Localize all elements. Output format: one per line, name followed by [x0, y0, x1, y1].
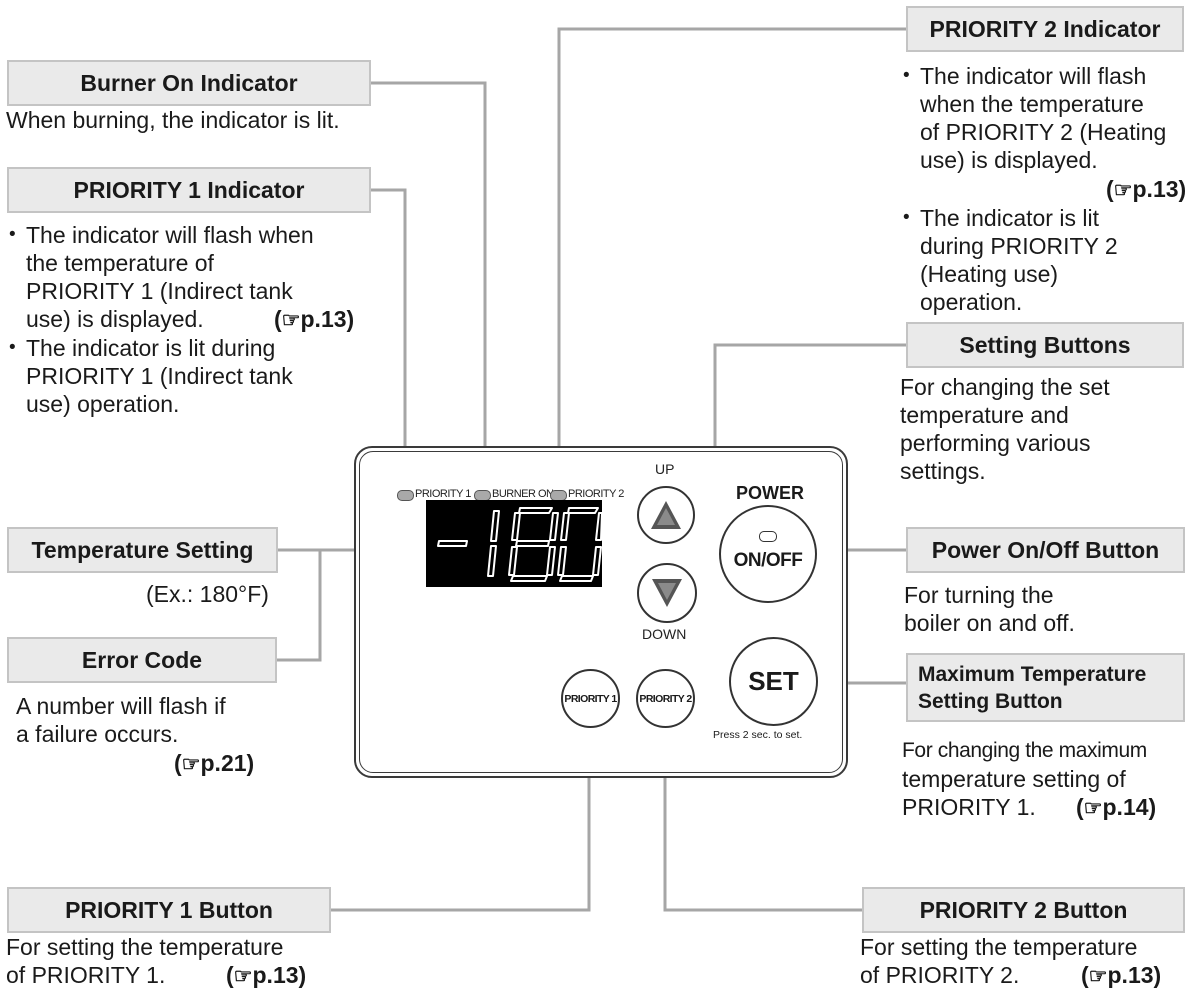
- priority2-led-label: PRIORITY 2: [568, 488, 624, 500]
- hand-pointing-icon: ☞: [233, 965, 253, 988]
- priority2-indicator-bullet2-line2: during PRIORITY 2: [920, 233, 1118, 259]
- up-triangle-icon: [651, 501, 681, 529]
- hand-pointing-icon: ☞: [1083, 797, 1103, 820]
- down-triangle-icon: [652, 579, 682, 607]
- priority1-button-desc-line1: For setting the temperature: [6, 934, 284, 960]
- priority1-indicator-bullet2-line3: use) operation.: [26, 391, 180, 417]
- priority2-button-desc-line1: For setting the temperature: [860, 934, 1138, 960]
- setting-buttons-desc-line1: For changing the set: [900, 374, 1110, 400]
- priority2-indicator-bullet1-line1: The indicator will flash: [903, 62, 1146, 90]
- priority1-indicator-bullet2-line1: The indicator is lit during: [9, 334, 275, 362]
- power-onoff-button[interactable]: ON/OFF: [719, 505, 817, 603]
- priority1-led: [397, 490, 414, 501]
- priority1-led-label: PRIORITY 1: [415, 488, 471, 500]
- priority1-indicator-bullet1-line3: PRIORITY 1 (Indirect tank: [26, 278, 293, 304]
- error-code-label: Error Code: [7, 637, 277, 683]
- setting-buttons-desc-line3: performing various: [900, 430, 1091, 456]
- leader-error-code: [277, 550, 322, 662]
- priority2-button-ref: (☞p.13): [1081, 962, 1162, 988]
- setting-buttons-desc-line2: temperature and: [900, 402, 1069, 428]
- temperature-display: 180: [426, 500, 603, 587]
- max-temp-button-label: Maximum Temperature Setting Button: [906, 653, 1185, 722]
- seven-segment-digits: [437, 507, 603, 582]
- priority1-button-desc-line2: of PRIORITY 1.: [6, 962, 166, 988]
- hand-pointing-icon: ☞: [181, 753, 201, 776]
- priority2-indicator-bullet2-line4: operation.: [920, 289, 1023, 315]
- max-temp-desc-line2: temperature setting of: [902, 766, 1126, 792]
- priority2-button-text: PRIORITY 2: [639, 692, 692, 705]
- up-label: UP: [655, 461, 675, 477]
- max-temp-title-line1: Maximum Temperature: [918, 663, 1147, 686]
- priority1-indicator-ref: (☞p.13): [274, 306, 355, 332]
- temperature-setting-example: (Ex.: 180°F): [146, 581, 269, 607]
- up-button[interactable]: [637, 486, 695, 544]
- priority2-button[interactable]: PRIORITY 2: [636, 669, 695, 728]
- priority1-button-text: PRIORITY 1: [564, 692, 617, 705]
- priority1-indicator-bullet1-line2: the temperature of: [26, 250, 214, 276]
- power-button-desc-line1: For turning the: [904, 582, 1054, 608]
- priority1-indicator-bullet1-line1: The indicator will flash when: [9, 221, 314, 249]
- power-button-label: Power On/Off Button: [906, 527, 1185, 573]
- priority1-button-ref: (☞p.13): [226, 962, 307, 988]
- leader-priority2-indicator: [557, 27, 908, 489]
- priority1-button-label: PRIORITY 1 Button: [7, 887, 331, 933]
- set-hint: Press 2 sec. to set.: [713, 729, 803, 741]
- set-label: SET: [748, 666, 799, 696]
- error-code-desc-line2: a failure occurs.: [16, 721, 179, 747]
- priority2-indicator-bullet2-line3: (Heating use): [920, 261, 1059, 287]
- priority2-button-label: PRIORITY 2 Button: [862, 887, 1185, 933]
- priority2-indicator-ref: (☞p.13): [1106, 176, 1187, 202]
- priority1-indicator-label: PRIORITY 1 Indicator: [7, 167, 371, 213]
- priority2-button-desc-line2: of PRIORITY 2.: [860, 962, 1020, 988]
- power-button-desc-line2: boiler on and off.: [904, 610, 1075, 636]
- max-temp-title-line2: Setting Button: [918, 690, 1063, 713]
- error-code-desc-line1: A number will flash if: [16, 693, 226, 719]
- priority2-indicator-bullet1-line4: use) is displayed.: [920, 147, 1098, 173]
- temperature-setting-label: Temperature Setting: [7, 527, 278, 573]
- set-button[interactable]: SET: [729, 637, 818, 726]
- burner-on-description: When burning, the indicator is lit.: [6, 107, 340, 133]
- hand-pointing-icon: ☞: [281, 309, 301, 332]
- leader-priority1-indicator: [371, 188, 407, 489]
- onoff-label: ON/OFF: [733, 549, 803, 571]
- error-code-ref: (☞p.21): [174, 750, 255, 776]
- max-temp-ref: (☞p.14): [1076, 794, 1157, 820]
- down-button[interactable]: [637, 563, 697, 623]
- priority1-indicator-bullet2-line2: PRIORITY 1 (Indirect tank: [26, 363, 293, 389]
- max-temp-desc-line3: PRIORITY 1.: [902, 794, 1036, 820]
- burner-on-led-label: BURNER ON: [492, 488, 554, 500]
- setting-buttons-desc-line4: settings.: [900, 458, 986, 484]
- hand-pointing-icon: ☞: [1088, 965, 1108, 988]
- control-panel-inner-border: [359, 451, 843, 773]
- power-led: [759, 530, 777, 542]
- priority1-button[interactable]: PRIORITY 1: [561, 669, 620, 728]
- down-label: DOWN: [642, 626, 687, 642]
- burner-on-indicator-label: Burner On Indicator: [7, 60, 371, 106]
- priority1-indicator-bullet1-line4: use) is displayed.: [26, 306, 204, 332]
- priority2-indicator-label: PRIORITY 2 Indicator: [906, 6, 1184, 52]
- priority2-indicator-bullet1-line3: of PRIORITY 2 (Heating: [920, 119, 1167, 145]
- hand-pointing-icon: ☞: [1113, 179, 1133, 202]
- priority2-indicator-bullet1-line2: when the temperature: [920, 91, 1144, 117]
- leader-setting-buttons: [713, 343, 906, 396]
- max-temp-desc-line1: For changing the maximum: [902, 739, 1147, 762]
- priority2-indicator-bullet2-line1: The indicator is lit: [903, 204, 1099, 232]
- leader-burner-on: [371, 81, 487, 489]
- power-label: POWER: [736, 483, 805, 503]
- setting-buttons-label: Setting Buttons: [906, 322, 1184, 368]
